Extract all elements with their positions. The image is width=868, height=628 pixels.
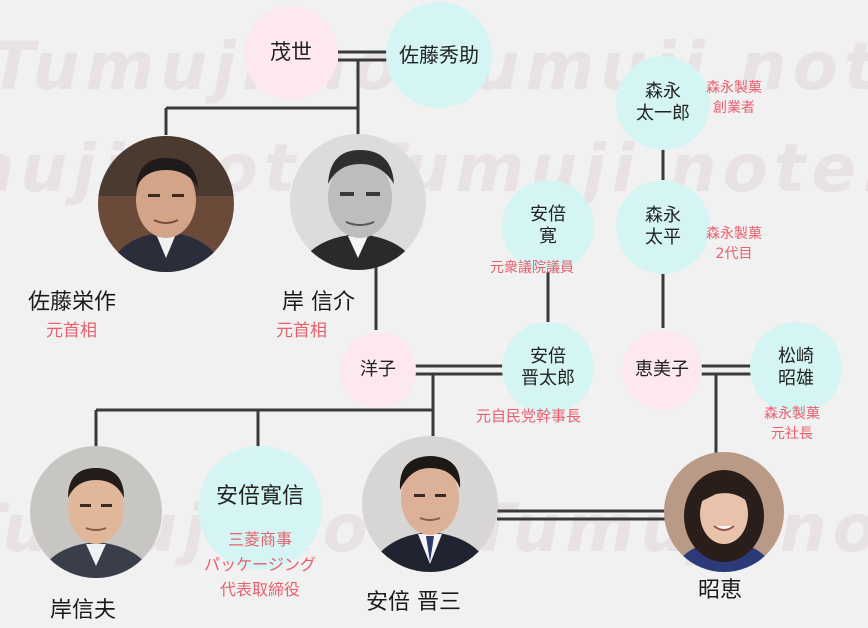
portrait-man-icon: [30, 446, 162, 578]
node-abe-kan: 安倍寛: [502, 180, 594, 272]
node-emiko: 恵美子: [622, 330, 702, 410]
photo-abe-shinzo: [362, 436, 498, 572]
label-morinaga-2nd: 森永製菓 2代目: [706, 224, 762, 265]
label-shintaro-title: 元自民党幹事長: [476, 407, 582, 425]
portrait-elderly-man-bw-icon: [290, 134, 426, 270]
taichiro-line1: 森永: [645, 81, 681, 103]
matsuzaki-title-line1: 森永製菓: [764, 406, 820, 422]
morinaga-founder-line2: 創業者: [713, 100, 755, 117]
node-yoko: 洋子: [340, 332, 416, 408]
taichiro-line2: 太一郎: [636, 103, 690, 124]
taihei-line1: 森永: [645, 205, 681, 227]
shintaro-line1: 安倍: [530, 346, 566, 368]
photo-kishi-nobuo: [30, 446, 162, 578]
label-morinaga-founder: 森永製菓 創業者: [706, 78, 762, 119]
hironobu-title-line3: 代表取締役: [219, 579, 300, 599]
label-hironobu-title: 三菱商事 パッケージング 代表取締役: [186, 528, 334, 602]
title-sato-eisaku: 元首相: [46, 321, 97, 341]
photo-kishi-nobusuke: [290, 134, 426, 270]
name-akie: 昭恵: [698, 578, 743, 603]
name-kishi-nobusuke: 岸 信介: [282, 290, 355, 315]
hironobu-title-line1: 三菱商事: [227, 530, 292, 549]
taihei-line2: 太平: [645, 227, 681, 248]
node-abe-shintaro: 安倍晋太郎: [502, 322, 594, 414]
matsuzaki-title-line2: 元社長: [771, 426, 813, 443]
node-abe-hironobu: 安倍寛信: [198, 446, 322, 570]
title-kishi-nobusuke: 元首相: [276, 321, 327, 341]
hironobu-title-line2: パッケージング: [204, 554, 316, 574]
photo-sato-eisaku: [98, 136, 234, 272]
node-shige: 茂世: [244, 6, 338, 100]
name-kishi-nobuo: 岸信夫: [50, 598, 117, 623]
node-shige-label: 茂世: [270, 40, 312, 65]
portrait-elderly-man-icon: [98, 136, 234, 272]
watermark-row-2b: Tumuji note.: [360, 130, 868, 207]
name-sato-eisaku: 佐藤栄作: [28, 290, 117, 315]
shintaro-line2: 晋太郎: [521, 368, 575, 389]
portrait-man-suit-icon: [362, 436, 498, 572]
node-emiko-label: 恵美子: [635, 359, 689, 381]
label-abe-kan-title: 元衆議院議員: [490, 260, 574, 276]
morinaga-founder-line1: 森永製菓: [706, 80, 762, 96]
node-sato-hidesuke: 佐藤秀助: [386, 2, 492, 108]
node-morinaga-taichiro: 森永太一郎: [616, 56, 710, 150]
name-abe-shinzo: 安倍 晋三: [366, 590, 461, 615]
abe-kan-line1: 安倍: [530, 204, 566, 226]
label-matsuzaki-title: 森永製菓 元社長: [764, 404, 820, 445]
photo-akie: [664, 452, 784, 572]
morinaga-2nd-line2: 2代目: [715, 246, 753, 263]
abe-kan-line2: 寛: [539, 226, 557, 247]
node-matsuzaki-akio: 松崎昭雄: [750, 322, 842, 414]
portrait-woman-icon: [664, 452, 784, 572]
node-sato-hidesuke-label: 佐藤秀助: [399, 43, 479, 67]
node-yoko-label: 洋子: [360, 359, 396, 381]
node-morinaga-taihei: 森永太平: [616, 180, 710, 274]
matsuzaki-line1: 松崎: [778, 346, 814, 368]
matsuzaki-line2: 昭雄: [778, 368, 814, 389]
node-abe-hironobu-label: 安倍寛信: [215, 484, 304, 509]
morinaga-2nd-line1: 森永製菓: [706, 226, 762, 242]
